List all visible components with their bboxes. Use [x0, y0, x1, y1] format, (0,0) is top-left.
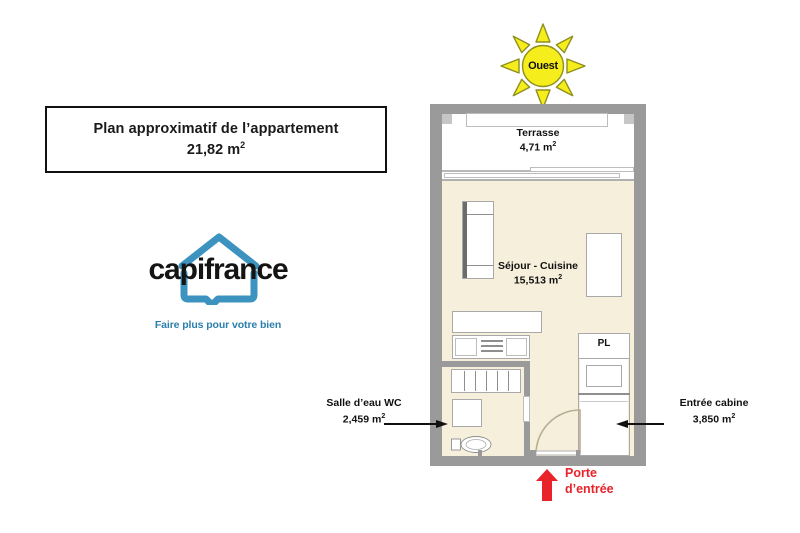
plan-title-line1: Plan approximatif de l’appartement: [93, 121, 339, 138]
plan-title-area-value: 21,82: [186, 141, 224, 158]
annotation-entree-cabine-exponent: 2: [731, 412, 736, 420]
entree-inner-line: [580, 401, 628, 402]
furniture-sideboard: [452, 311, 542, 333]
wall-right: [634, 104, 646, 466]
room-name-sejour: Séjour - Cuisine: [498, 260, 578, 272]
shower-line-3: [486, 371, 487, 391]
annotation-porte-line2: d’entrée: [565, 481, 614, 496]
shower-line-5: [508, 371, 509, 391]
annotation-porte-dentree: Porte d’entrée: [565, 466, 614, 497]
annotation-entree-cabine-value: 3,850: [692, 413, 720, 426]
arrow-to-porte-dentree: [536, 469, 558, 501]
furniture-wardrobe-edge: [463, 202, 467, 278]
shower-line-1: [464, 371, 465, 391]
baie-vitree-panel-right: [530, 167, 634, 172]
room-name-terrasse: Terrasse: [516, 127, 560, 139]
plan-title-area: 21,82 m2: [187, 140, 245, 158]
wall-bathroom-top: [442, 361, 530, 367]
furniture-right-block: [586, 233, 622, 297]
cooktop-burner-3: [481, 350, 503, 352]
baie-vitree-rail-bottom: [442, 179, 634, 181]
shower-line-2: [475, 371, 476, 391]
closet-pl: [578, 333, 630, 359]
wall-bottom: [430, 456, 646, 466]
wall-stub-bottom-left: [478, 450, 482, 466]
room-area-terrasse-exponent: 2: [552, 141, 557, 149]
wall-left: [430, 104, 442, 466]
annotation-porte-line1: Porte: [565, 466, 597, 480]
cooktop-burner-2: [481, 345, 503, 347]
room-area-sejour-exponent: 2: [558, 274, 563, 282]
bathroom-door: [523, 396, 530, 422]
annotation-entree-cabine: Entrée cabine 3,850 m2: [658, 396, 770, 428]
sun-icon: [500, 23, 586, 109]
corner-shade-tl: [442, 114, 452, 124]
furniture-wardrobe-shelf-bottom: [467, 265, 493, 266]
washbasin: [452, 399, 482, 427]
baie-vitree-panel-left: [444, 173, 620, 178]
house-speech-bubble-icon: [178, 233, 260, 305]
capifrance-wordmark: capifrance: [148, 253, 288, 286]
kitchen-sink: [455, 338, 477, 356]
door-swing-icon: [535, 409, 581, 456]
plan-title-area-exponent: 2: [240, 140, 246, 151]
capifrance-logo: capifrance Faire plus pour votre bien: [138, 233, 298, 343]
shower-line-4: [497, 371, 498, 391]
annotation-entree-cabine-name: Entrée cabine: [679, 397, 749, 409]
kitchen-appliance: [506, 338, 527, 356]
corner-shade-tr: [624, 114, 634, 124]
floor-plan: Terrasse 4,71 m2 Séjour - Cuisine 15,513…: [430, 104, 646, 466]
annotation-salle-deau-wc: Salle d’eau WC 2,459 m2: [309, 396, 419, 428]
annotation-salle-deau-unit: m: [371, 413, 382, 426]
cooktop-burner-1: [481, 340, 503, 342]
terrasse-railing: [466, 113, 608, 127]
compass-sun: Ouest: [499, 22, 587, 110]
room-label-sejour: Séjour - Cuisine 15,513 m2: [472, 259, 604, 288]
room-area-sejour-unit: m: [548, 274, 559, 287]
furniture-wardrobe-shelf-top: [467, 214, 493, 215]
arrow-to-entree-cabine: [616, 420, 664, 429]
wall-stub-bottom-right: [576, 450, 580, 466]
annotation-salle-deau-exponent: 2: [381, 412, 386, 420]
room-area-terrasse-unit: m: [543, 141, 553, 154]
room-area-terrasse-value: 4,71: [519, 141, 541, 154]
annotation-salle-deau-name: Salle d’eau WC: [326, 397, 402, 409]
annotation-salle-deau-value: 2,459: [342, 413, 370, 426]
plan-title-area-unit: m: [227, 141, 241, 158]
arrow-to-salle-deau: [384, 420, 448, 429]
plan-title-box: Plan approximatif de l’appartement 21,82…: [45, 106, 387, 173]
room-label-terrasse: Terrasse 4,71 m2: [442, 126, 634, 155]
room-area-sejour-value: 15,513: [513, 274, 546, 287]
wall-top: [430, 104, 646, 114]
wall-stub-bottom-mid: [530, 450, 536, 466]
entree-shelf-box: [586, 365, 622, 387]
annotation-entree-cabine-unit: m: [721, 413, 732, 426]
capifrance-tagline: Faire plus pour votre bien: [154, 319, 282, 331]
toilet-icon: [451, 436, 492, 453]
closet-pl-label: PL: [597, 338, 611, 349]
entree-divider-line: [578, 393, 630, 395]
